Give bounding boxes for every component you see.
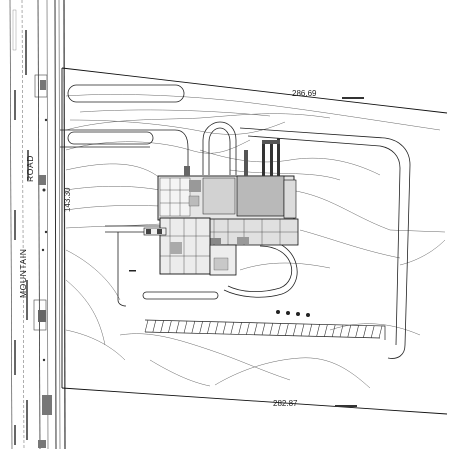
east-annex (283, 179, 297, 219)
exhaust-stack (244, 150, 248, 176)
accessible-icon (286, 311, 290, 315)
parking-stall-line (370, 325, 375, 338)
parking-stall-line (355, 325, 359, 338)
parking-stall-line (175, 320, 180, 333)
service-room (188, 195, 200, 207)
parking-stall-line (152, 320, 157, 333)
road-edge-line (9, 0, 13, 449)
planting-strip (142, 291, 219, 300)
road-edge-line (46, 0, 49, 449)
parking-stall-line (261, 322, 266, 336)
parking-stall-line (316, 324, 320, 337)
road-edge-line (63, 0, 66, 449)
parking-stall-line (207, 321, 211, 334)
parking-stall-line (144, 320, 149, 333)
entry-drive (60, 129, 189, 175)
entry-island (67, 84, 185, 103)
boundary-tag (342, 97, 364, 99)
parking-stall-line (168, 320, 172, 333)
central-hall (202, 177, 236, 215)
classroom-grid (159, 177, 191, 217)
road-edge-line (21, 0, 25, 449)
parking-stall-line (199, 321, 203, 334)
drop-off-loop (202, 121, 237, 175)
library (170, 242, 182, 254)
main-entrance-canopy (143, 227, 167, 236)
south-boundary-line (61, 387, 448, 415)
survey-mark (129, 270, 136, 272)
perimeter-drive (239, 127, 411, 359)
dimension-south: 282.87 (273, 399, 298, 408)
road-label-mountain: MOUNTAIN (18, 249, 28, 299)
parking-stall-line (238, 322, 242, 335)
road-annotations (12, 9, 52, 448)
parking-stall-line (269, 323, 274, 336)
parking-stall-line (277, 323, 281, 336)
road-corridor (9, 0, 66, 449)
drop-off-loop-inner (208, 127, 231, 175)
walkway-curve (227, 245, 293, 292)
accessible-icon (276, 310, 280, 314)
road-label-road: ROAD (25, 155, 35, 182)
parking-stall-line (300, 323, 305, 337)
gymnasium (236, 175, 285, 217)
dimension-north: 286.69 (292, 89, 317, 98)
north-boundary-line (61, 67, 448, 114)
perimeter-drive-inner (247, 135, 401, 346)
building-south-wing (159, 217, 211, 275)
accessible-icon (306, 313, 310, 317)
parking-stall-line (222, 321, 227, 335)
parking-stall-line (292, 323, 297, 336)
exhaust-stack (262, 142, 265, 176)
parking-stall-line (339, 324, 344, 337)
parking-stall-line (363, 325, 367, 338)
boundary-tag (335, 405, 357, 407)
parking-stall-line (253, 322, 258, 335)
stair (237, 237, 249, 244)
road-edge-line (37, 0, 41, 449)
parking-stall-line (191, 321, 196, 334)
accessible-parking-symbols (276, 310, 310, 317)
dimension-west: 143.30 (63, 187, 72, 212)
walkway-curve-outer (223, 239, 298, 298)
accessible-icon (296, 312, 300, 316)
school-building (143, 138, 299, 276)
stair (207, 238, 221, 244)
property-boundary (61, 67, 448, 415)
parking-stall-line (324, 324, 328, 337)
parking-stall-line (230, 322, 235, 335)
parking-stall-line (246, 322, 250, 335)
mechanical-room (189, 180, 201, 192)
service-yard (184, 166, 190, 176)
parking-stall-line (160, 320, 164, 333)
parking-stall-line (214, 321, 219, 334)
access-drive (117, 232, 127, 307)
parking-stall-line (331, 324, 336, 337)
parking-stall-line (347, 325, 352, 338)
parking-stalls (144, 320, 383, 338)
parking-stall-line (183, 321, 188, 334)
road-edge-line (54, 0, 57, 449)
exhaust-stack (270, 140, 273, 176)
parking-stall-line (378, 325, 383, 338)
drive-island (67, 131, 154, 145)
parking-stall-line (308, 324, 313, 337)
road-edge-line (58, 0, 61, 449)
exhaust-stack (277, 138, 280, 176)
parking-stall-line (285, 323, 289, 336)
